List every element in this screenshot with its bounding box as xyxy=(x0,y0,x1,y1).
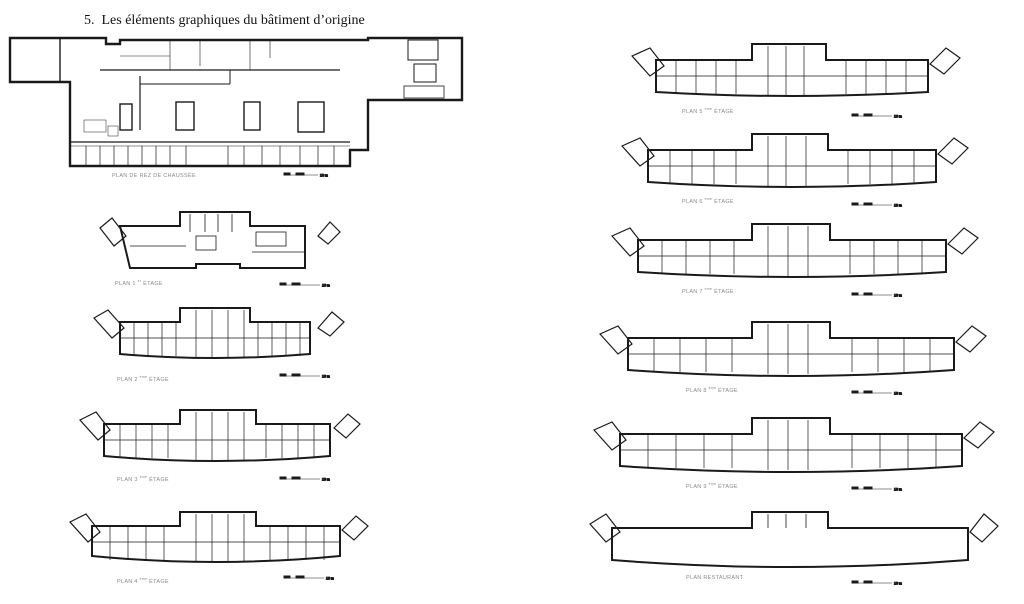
label-plan-etage-8: PLAN 8 ème ÉTAGE xyxy=(686,386,738,394)
plan-restaurant xyxy=(589,511,999,568)
scale-bar-p8: 10 m xyxy=(851,390,902,396)
plan-etage-6 xyxy=(621,133,969,188)
label-plan-etage-1: PLAN 1 er ÉTAGE xyxy=(115,279,163,287)
plan-etage-4 xyxy=(69,511,369,563)
scale-bar-text: 10 m xyxy=(894,204,902,208)
section-title: Les éléments graphiques du bâtiment d’or… xyxy=(101,13,365,28)
plan-etage-1 xyxy=(99,211,341,269)
section-number: 5. xyxy=(84,13,95,28)
scale-bar-p3: 10 m xyxy=(279,476,330,482)
label-plan-etage-4: PLAN 4 ème ÉTAGE xyxy=(117,577,169,585)
scale-bar-text: 10 m xyxy=(322,478,330,482)
scale-bar-p2: 10 m xyxy=(279,373,330,379)
label-plan-restaurant: PLAN RESTAURANT xyxy=(686,575,744,581)
label-plan-etage-3: PLAN 3 ème ÉTAGE xyxy=(117,475,169,483)
scale-bar-p9: 10 m xyxy=(851,486,902,492)
scale-bar-p7: 10 m xyxy=(851,292,902,298)
scale-bar-text: 10 m xyxy=(894,294,902,298)
label-plan-etage-9: PLAN 9 ème ÉTAGE xyxy=(686,482,738,490)
scale-bar-p5: 10 m xyxy=(851,113,902,119)
scale-bar-resto: 10 m xyxy=(851,580,902,586)
scale-bar-text: 10 m xyxy=(322,375,330,379)
plan-etage-2 xyxy=(93,307,345,359)
scale-bar-text: 10 m xyxy=(320,174,328,178)
label-plan-etage-5: PLAN 5 ème ÉTAGE xyxy=(682,107,734,115)
scale-bar-text: 10 m xyxy=(322,284,330,288)
scale-bar-p4: 10 m xyxy=(283,575,334,581)
plan-rez-de-chaussee xyxy=(8,36,464,168)
plan-etage-9 xyxy=(593,417,995,473)
scale-bar-rdc: 10 m xyxy=(283,172,328,178)
label-plan-etage-7: PLAN 7 ème ÉTAGE xyxy=(682,287,734,295)
scale-bar-text: 10 m xyxy=(894,582,902,586)
label-plan-rdc: PLAN DE REZ DE CHAUSSÉE xyxy=(112,173,196,179)
scale-bar-p6: 10 m xyxy=(851,202,902,208)
plan-etage-8 xyxy=(599,321,987,377)
plan-etage-3 xyxy=(79,409,361,462)
scale-bar-text: 10 m xyxy=(894,115,902,119)
scale-bar-text: 10 m xyxy=(326,577,334,581)
scale-bar-text: 10 m xyxy=(894,488,902,492)
scale-bar-p1: 10 m xyxy=(279,282,330,288)
label-plan-etage-2: PLAN 2 ème ÉTAGE xyxy=(117,375,169,383)
plan-etage-5 xyxy=(631,43,961,97)
section-heading: 5. Les éléments graphiques du bâtiment d’… xyxy=(84,13,365,29)
plan-etage-7 xyxy=(611,223,979,278)
scale-bar-text: 10 m xyxy=(894,392,902,396)
label-plan-etage-6: PLAN 6 ème ÉTAGE xyxy=(682,197,734,205)
